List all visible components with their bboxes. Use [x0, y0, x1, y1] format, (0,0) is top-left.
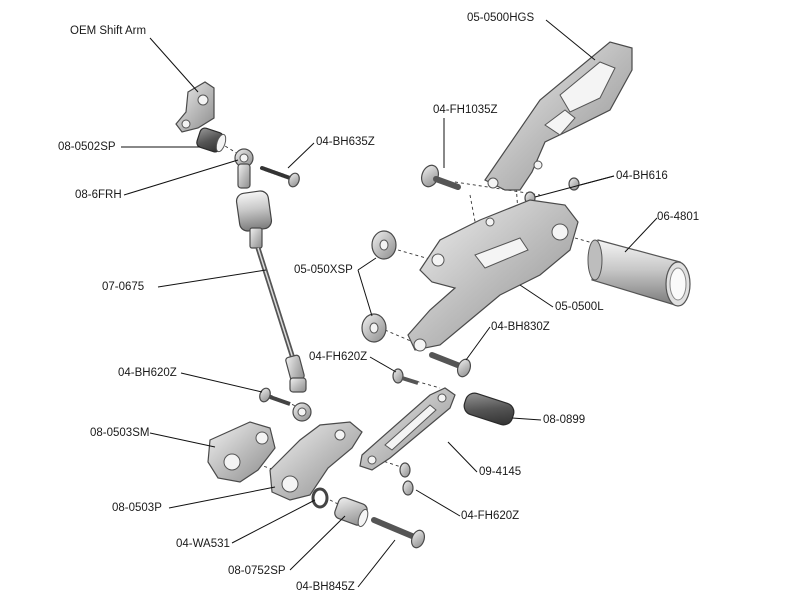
pivot-08-0503p-part — [269, 421, 363, 501]
spacer-05-050xsp-upper-part — [371, 230, 397, 260]
label-04-bh830z: 04-BH830Z — [491, 321, 550, 333]
label-08-0752sp: 08-0752SP — [228, 565, 286, 577]
bolt-04-bh830z-part — [429, 352, 472, 378]
label-04-bh635z: 04-BH635Z — [316, 136, 375, 148]
washer-04-wa531-part — [311, 487, 329, 509]
label-04-bh616: 04-BH616 — [616, 170, 668, 182]
bolt-04-bh620z-part — [259, 387, 291, 406]
label-08-0503sm: 08-0503SM — [90, 427, 150, 439]
rubber-peg-08-0899-part — [463, 392, 515, 426]
bolt-04-fh620z-top-part — [392, 368, 419, 385]
label-04-bh845z: 04-BH845Z — [296, 581, 355, 593]
label-04-wa531: 04-WA531 — [176, 538, 230, 550]
bolt-04-bh845z-part — [371, 517, 426, 549]
main-plate-05-0500l-part — [407, 199, 579, 352]
bolt-04-bh635z-part — [260, 166, 300, 188]
label-05-0500hgs: 05-0500HGS — [467, 12, 535, 24]
label-04-fh620z-top: 04-FH620Z — [309, 351, 368, 363]
spacer-08-0502sp-part — [196, 127, 227, 153]
label-04-fh1035z: 04-FH1035Z — [433, 104, 498, 116]
label-09-4145: 09-4145 — [479, 466, 522, 478]
foot-peg-06-4801-part — [587, 239, 691, 307]
spacer-05-050xsp-lower-part — [361, 313, 387, 343]
rod-end-08-6frh-part — [234, 148, 254, 189]
leader-lines — [121, 19, 658, 588]
label-04-fh620z-bottom: 04-FH620Z — [461, 510, 520, 522]
label-oem-shift-arm: OEM Shift Arm — [70, 25, 147, 37]
bolt-04-fh1035z-part — [420, 164, 461, 190]
label-06-4801: 06-4801 — [657, 211, 700, 223]
bolts-04-fh620z-bottom-part — [399, 462, 414, 496]
label-07-0675: 07-0675 — [102, 281, 145, 293]
label-08-0503p: 08-0503P — [112, 502, 162, 514]
linkage-rod-07-0675-part — [235, 190, 312, 422]
heel-guard-05-0500hgs-part — [484, 41, 633, 191]
oem-shift-arm-part — [175, 81, 215, 133]
label-05-050xsp: 05-050XSP — [294, 264, 353, 276]
label-08-0899: 08-0899 — [543, 414, 586, 426]
label-08-0502sp: 08-0502SP — [58, 141, 116, 153]
spacer-08-0752sp-part — [334, 496, 369, 528]
label-05-0500l: 05-0500L — [555, 301, 604, 313]
label-08-6frh: 08-6FRH — [75, 189, 122, 201]
bellcrank-08-0503sm-part — [207, 421, 276, 483]
label-04-bh620z: 04-BH620Z — [118, 367, 177, 379]
shift-lever-09-4145-part — [359, 387, 456, 471]
